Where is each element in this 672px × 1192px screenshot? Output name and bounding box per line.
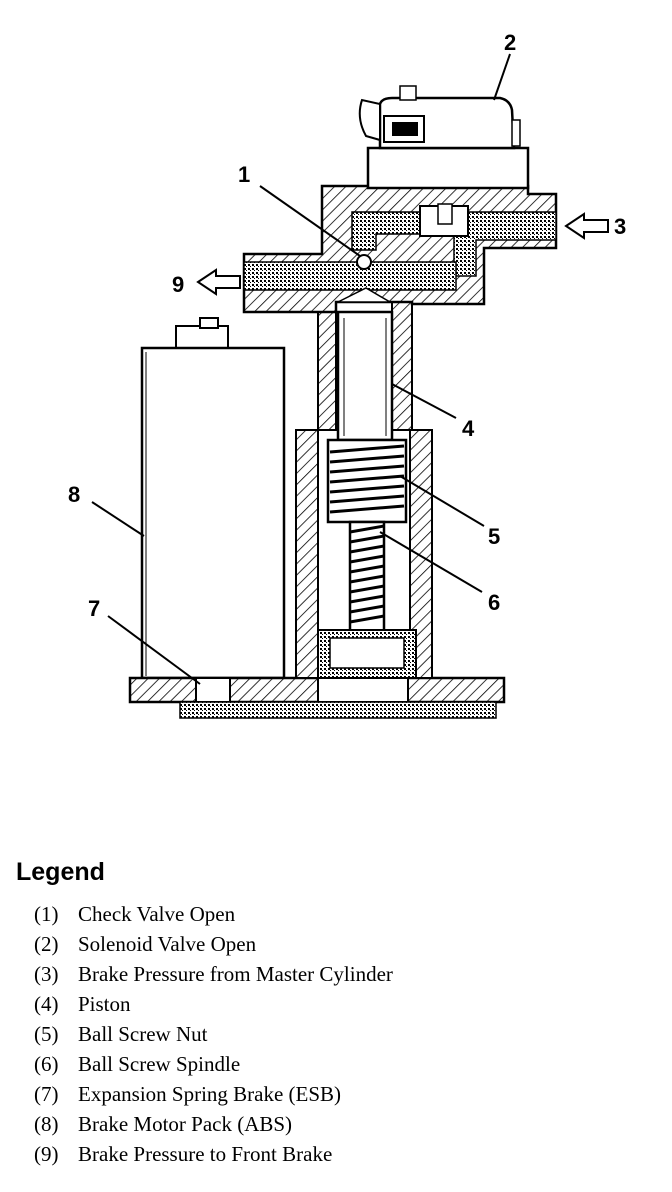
modulator-housing: [242, 184, 558, 679]
arrow-to-front-brake: [196, 268, 241, 296]
callout-3: 3: [614, 214, 626, 239]
callout-4: 4: [462, 416, 475, 441]
legend-item-text: Ball Screw Spindle: [78, 1052, 241, 1076]
legend-item: (8) Brake Motor Pack (ABS): [34, 1109, 654, 1139]
ball-screw-spindle: [348, 520, 386, 634]
callout-2: 2: [504, 30, 516, 55]
legend-item-text: Ball Screw Nut: [78, 1022, 208, 1046]
legend-item-number: (6): [34, 1052, 59, 1076]
legend-item: (6) Ball Screw Spindle: [34, 1049, 654, 1079]
legend-item: (1) Check Valve Open: [34, 899, 654, 929]
legend-title: Legend: [16, 858, 105, 886]
expansion-spring-brake: [317, 629, 417, 679]
callout-9: 9: [172, 272, 184, 297]
legend-item-text: Piston: [78, 992, 131, 1016]
arrow-from-master-cylinder: [564, 212, 609, 240]
leader-lines: [91, 53, 511, 685]
check-valve-ball: [356, 254, 372, 270]
legend-item-text: Check Valve Open: [78, 902, 236, 926]
legend-item-text: Solenoid Valve Open: [78, 932, 257, 956]
legend-list: (1) Check Valve Open (2) Solenoid Valve Op…: [14, 899, 654, 1169]
ball-screw-nut: [326, 438, 408, 524]
callout-6: 6: [488, 590, 500, 615]
legend-item-text: Expansion Spring Brake (ESB): [78, 1082, 342, 1106]
legend-item: (7) Expansion Spring Brake (ESB): [34, 1079, 654, 1109]
legend-item: (4) Piston: [34, 989, 654, 1019]
legend-item-number: (4): [34, 992, 59, 1016]
callout-8: 8: [68, 482, 80, 507]
legend-item-number: (8): [34, 1112, 59, 1136]
legend-item-number: (7): [34, 1082, 59, 1106]
legend-item-text: Brake Motor Pack (ABS): [78, 1112, 293, 1136]
legend-item-number: (5): [34, 1022, 59, 1046]
legend-item: (2) Solenoid Valve Open: [34, 929, 654, 959]
legend-item-text: Brake Pressure from Master Cylinder: [78, 962, 393, 986]
legend-item-number: (2): [34, 932, 59, 956]
base-plate: [128, 676, 506, 719]
brake-motor-pack: [140, 317, 286, 680]
piston: [336, 310, 394, 442]
solenoid-valve: [358, 85, 530, 190]
legend-item-number: (9): [34, 1142, 59, 1166]
legend-item: (3) Brake Pressure from Master Cylinder: [34, 959, 654, 989]
callout-1: 1: [238, 162, 250, 187]
fluid-passages: [243, 203, 557, 303]
brake-modulator-diagram: 1 2 3 4 5 6 7 8 9: [68, 30, 626, 719]
callout-5: 5: [488, 524, 500, 549]
legend-item: (5) Ball Screw Nut: [34, 1019, 654, 1049]
callout-7: 7: [88, 596, 100, 621]
legend: Legend (1) Check Valve Open (2) Solenoid V…: [14, 858, 654, 1169]
legend-item-text: Brake Pressure to Front Brake: [78, 1142, 333, 1166]
legend-item: (9) Brake Pressure to Front Brake: [34, 1139, 654, 1169]
legend-item-number: (3): [34, 962, 59, 986]
legend-item-number: (1): [34, 902, 59, 926]
